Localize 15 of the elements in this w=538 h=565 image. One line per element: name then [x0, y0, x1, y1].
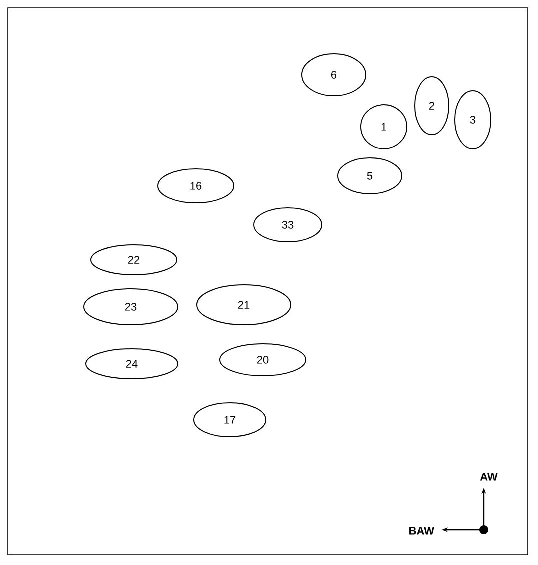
spot-outline: 1 [360, 104, 408, 150]
spot-outline: 20 [220, 344, 306, 376]
spot-outline: 23 [84, 288, 178, 326]
spot-outline: 22 [90, 244, 178, 276]
spot-outline: 3 [454, 90, 492, 150]
spot-outline: 21 [196, 284, 292, 326]
spot-outline: 33 [254, 208, 322, 242]
spot-outline: 2 [414, 76, 450, 136]
axis-label: BAW [410, 527, 434, 535]
spot-outline: 6 [302, 54, 366, 96]
spot-outline: 24 [86, 348, 178, 380]
spot-outline: 16 [158, 168, 234, 204]
spot-outline: 5 [338, 158, 402, 194]
axis-label: AW [480, 473, 498, 481]
spot-outline: 17 [194, 402, 266, 438]
